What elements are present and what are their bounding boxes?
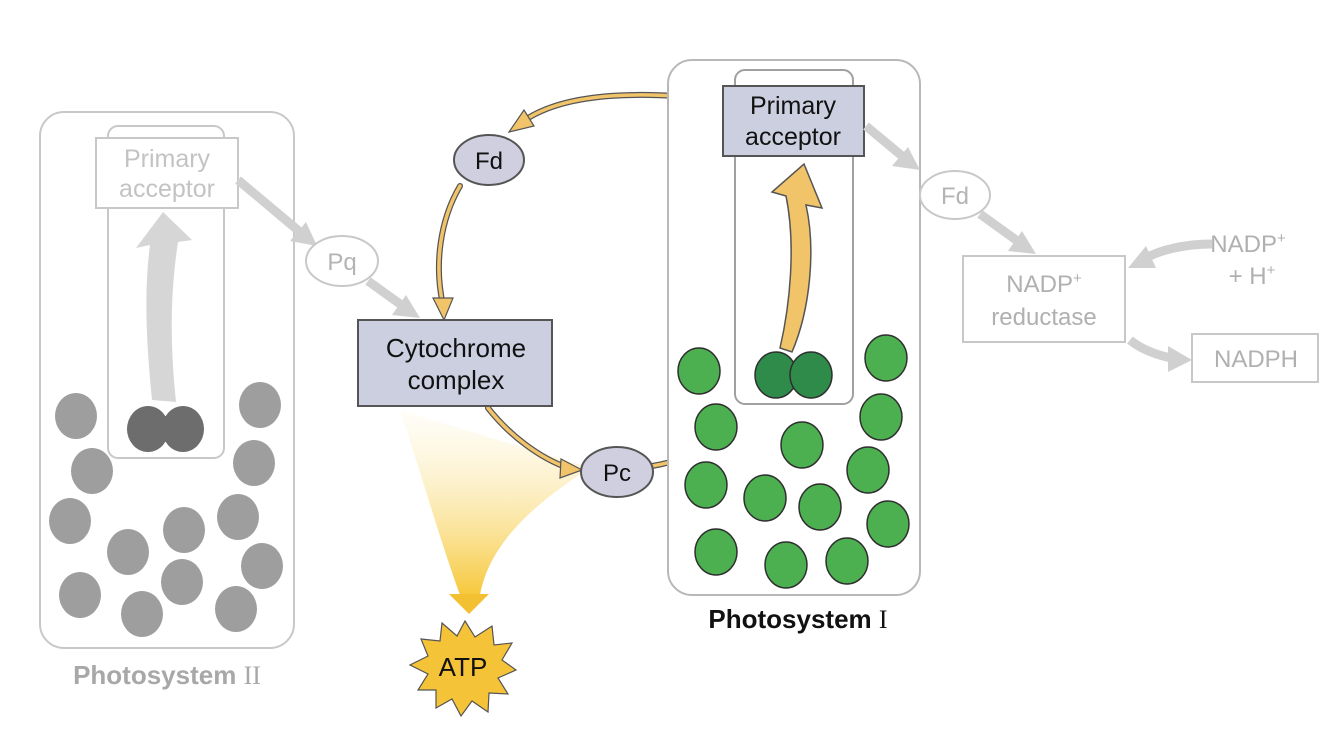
pigment-molecule — [780, 421, 824, 469]
pigment-molecule — [866, 500, 910, 548]
pigment-molecule — [163, 507, 205, 553]
pigment-molecule — [743, 474, 787, 522]
ps-i-primary-acceptor-line1: Primary — [750, 92, 837, 120]
pigment-molecule — [846, 446, 890, 494]
fd-carrier-cyclic: Fd — [453, 134, 525, 186]
atp-synthesis: ATP — [400, 410, 590, 718]
ps-ii-electron-path: Pq — [235, 176, 420, 318]
nadp-reductase-line1: NADP+ — [1006, 270, 1082, 298]
pigment-molecule — [677, 347, 721, 395]
ps-i-primary-acceptor-line2: acceptor — [745, 123, 841, 151]
cytochrome-complex-box — [357, 319, 553, 407]
pigment-molecule — [55, 393, 97, 439]
pigment-molecule — [864, 334, 908, 382]
pigment-molecule — [215, 586, 257, 632]
ps-i-primary-acceptor-box — [722, 85, 865, 157]
atp-starburst — [408, 619, 518, 718]
pigment-molecule — [121, 591, 163, 637]
pigment-molecule — [241, 543, 283, 589]
pigment-molecule — [107, 529, 149, 575]
nadph-label: NADPH — [1214, 346, 1298, 373]
nadp-reductase-line2: reductase — [991, 304, 1096, 331]
ps-ii-pigments — [49, 382, 283, 637]
pigment-molecule — [764, 541, 808, 589]
pigment-molecule — [798, 483, 842, 531]
noncyclic-output: Fd NADP+ reductase NADP+ + H+ NADPH — [863, 122, 1319, 383]
pc-label: Pc — [603, 460, 631, 487]
pigment-molecule — [161, 559, 203, 605]
atp-energy-beam — [400, 410, 590, 595]
ps-ii-reaction-center-pair — [127, 406, 204, 452]
nadp-input-line2: + H+ — [1229, 262, 1276, 290]
photosystem-ii: Primary acceptor Photosystem II — [39, 111, 295, 690]
photosystem-i-label: Photosystem I — [708, 604, 887, 634]
pigment-molecule — [217, 494, 259, 540]
ps-ii-primary-acceptor-line2: acceptor — [119, 175, 215, 203]
cytochrome-complex: Cytochrome complex — [357, 319, 553, 407]
pigment-molecule — [859, 393, 903, 441]
atp-beam-arrowhead — [449, 594, 489, 614]
photosystem-ii-label: Photosystem II — [73, 660, 261, 690]
ps-i-pigments — [677, 334, 910, 589]
fd-label-noncyclic: Fd — [941, 183, 969, 210]
pq-label: Pq — [327, 249, 356, 276]
pigment-molecule — [233, 440, 275, 486]
pigment-molecule — [59, 572, 101, 618]
cytochrome-complex-line2: complex — [408, 365, 505, 395]
nadp-reductase-box — [962, 255, 1126, 343]
nadph-box — [1191, 333, 1319, 383]
pigment-molecule — [694, 528, 738, 576]
pq-carrier — [305, 235, 379, 287]
atp-label: ATP — [439, 652, 488, 682]
nadp-input-line1: NADP+ — [1210, 230, 1286, 258]
ps-ii-primary-acceptor-line1: Primary — [124, 145, 211, 173]
pigment-molecule — [71, 448, 113, 494]
pigment-molecule — [694, 403, 738, 451]
photosystem-i: Primary acceptor Photosystem I — [667, 59, 921, 634]
ps-i-excitation-arrow — [770, 162, 824, 353]
ps-ii-excitation-arrow — [136, 212, 192, 402]
pigment-molecule — [825, 537, 869, 585]
fd-carrier-noncyclic — [919, 170, 991, 220]
pigment-molecule — [684, 461, 728, 509]
cytochrome-complex-line1: Cytochrome — [386, 333, 526, 363]
ps-ii-primary-acceptor-box — [95, 137, 239, 209]
fd-label-cyclic: Fd — [475, 148, 503, 175]
ps-i-reaction-center-pair — [754, 351, 833, 399]
pc-carrier: Pc — [580, 446, 654, 498]
pigment-molecule — [239, 382, 281, 428]
pigment-molecule — [49, 498, 91, 544]
